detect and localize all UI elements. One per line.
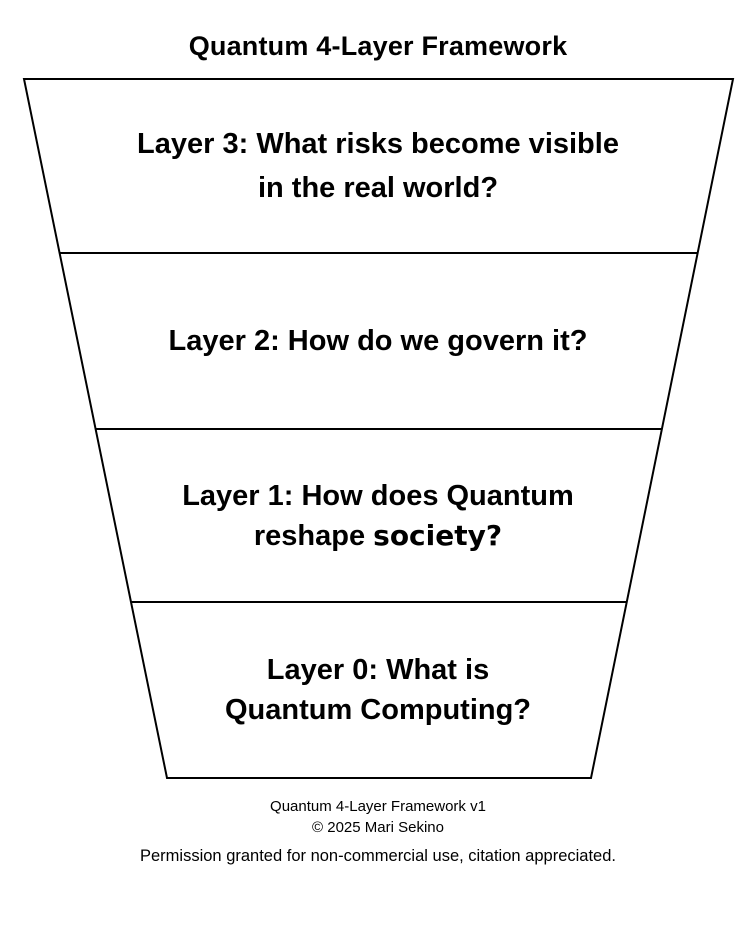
- layer-1-line-2-altfont: society?: [373, 518, 503, 552]
- footer-permission: Permission granted for non-commercial us…: [140, 847, 616, 865]
- page-title: Quantum 4-Layer Framework: [188, 31, 568, 61]
- footer: Quantum 4-Layer Framework v1 © 2025 Mari…: [0, 796, 756, 867]
- layer-3-label: Layer 3: What risks become visible in th…: [0, 79, 756, 253]
- layer-0-line-1: Layer 0: What is: [266, 654, 490, 686]
- footer-copyright: © 2025 Mari Sekino: [312, 819, 444, 836]
- layer-1-line-2: reshape society?: [0, 516, 756, 556]
- layer-0-label: Layer 0: What is Quantum Computing?: [0, 602, 756, 778]
- layer-0-line-2: Quantum Computing?: [224, 694, 532, 726]
- layer-3-line-1: Layer 3: What risks become visible: [137, 128, 619, 160]
- layer-2-line-1: Layer 2: How do we govern it?: [168, 325, 588, 357]
- layer-1-line-1: Layer 1: How does Quantum: [182, 479, 574, 512]
- footer-version: Quantum 4-Layer Framework v1: [270, 798, 486, 815]
- layer-3-line-2: in the real world?: [257, 172, 499, 204]
- layer-1-label: Layer 1: How does Quantum reshape societ…: [0, 429, 756, 602]
- layer-2-label: Layer 2: How do we govern it?: [0, 253, 756, 429]
- layer-1-line-2-regular: reshape: [253, 519, 374, 552]
